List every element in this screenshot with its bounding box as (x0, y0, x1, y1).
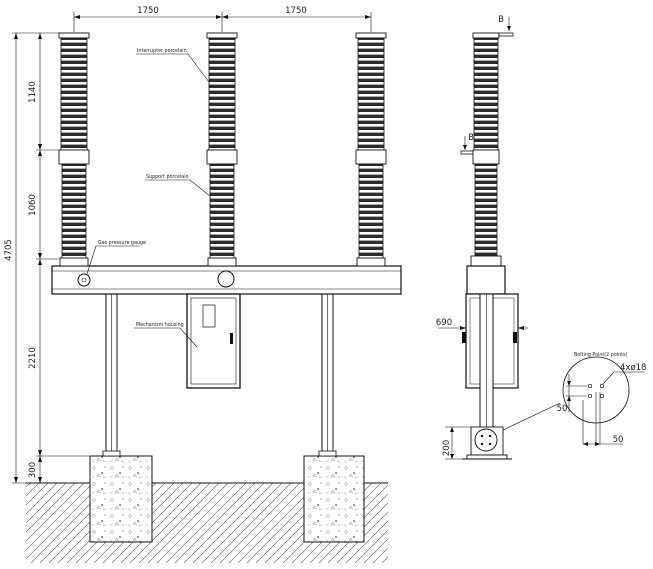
annotation-support: Support porcelain (145, 174, 211, 197)
annotation-gauge: Gas pressure gauge (86, 240, 146, 275)
dim-support-height: 1060 (28, 194, 38, 216)
foundation-right (303, 455, 365, 543)
section-letter-top: B (498, 15, 504, 25)
dim-interrupter-height: 1140 (28, 81, 38, 103)
dim-spacing-left: 1750 (137, 6, 159, 16)
mechanism-housing (186, 293, 241, 389)
dim-base-height: 200 (442, 426, 471, 460)
dim-foundation-depth: 300 (28, 462, 38, 478)
dim-side-width: 690 (436, 318, 528, 330)
annotation-mechanism: Mechanism housing (134, 322, 198, 348)
pole-center (206, 32, 238, 267)
label-support: Support porcelain (146, 174, 189, 180)
dim-spacing-right: 1750 (285, 6, 307, 16)
center-gauge-icon (217, 270, 235, 288)
dim-hole-offset-h: 50 (613, 435, 624, 445)
label-bolting: Bolting Point(2 points) (574, 352, 627, 358)
dim-overall-height: 4705 (4, 239, 14, 261)
foundation-left (89, 455, 153, 543)
annotation-interrupter: Interrupter porcelain (136, 48, 210, 83)
label-mechanism: Mechanism housing (136, 322, 184, 328)
dim-vertical: 1140 1060 4705 2210 300 (4, 32, 90, 484)
label-interrupter: Interrupter porcelain (137, 48, 187, 54)
pole-left (58, 32, 90, 267)
bolting-detail: Bolting Point(2 points) 4xø18 50 50 (502, 352, 646, 446)
pole-right (355, 32, 387, 267)
side-view (460, 32, 519, 460)
section-mark-top: B (498, 15, 511, 31)
dim-side-width-label: 690 (436, 318, 452, 328)
dim-frame-height: 2210 (28, 347, 38, 369)
dim-base-height-label: 200 (442, 440, 452, 456)
dim-pole-spacing: 1750 1750 (73, 6, 372, 32)
label-gauge: Gas pressure gauge (98, 240, 146, 246)
dim-hole-offset-v: 50 (557, 404, 568, 414)
section-letter-middle: B (468, 133, 474, 143)
gas-gauge-icon (77, 273, 91, 287)
dim-hole-spec: 4xø18 (620, 363, 646, 373)
section-mark-middle: B (463, 133, 474, 150)
